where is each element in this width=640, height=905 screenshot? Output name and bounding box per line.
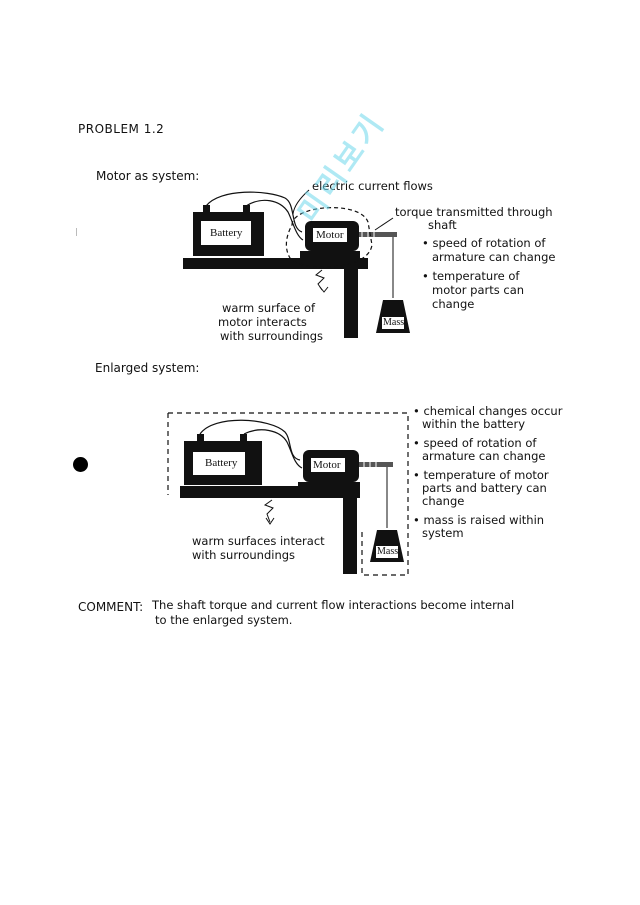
diagram-enlarged-system (167, 412, 409, 576)
heat-arrow (315, 269, 325, 291)
mass-label: Mass (383, 317, 405, 328)
comment-line-2: to the enlarged system. (155, 613, 293, 627)
battery-terminal-left (203, 205, 210, 213)
enlarged-bullet-4-line-2: system (422, 526, 464, 540)
torque-note-line-2: shaft (428, 218, 457, 232)
enlarged-bullet-3-line-1: • temperature of motor (413, 468, 549, 482)
motor-label: Motor (313, 459, 341, 471)
enlarged-surface-note-line-1: warm surfaces interact (192, 534, 325, 548)
battery-terminal-right (240, 434, 247, 442)
motor-label: Motor (316, 229, 344, 241)
enlarged-bullet-4-line-1: • mass is raised within (413, 513, 545, 527)
battery-label: Battery (205, 457, 238, 469)
surface-note-line-1: warm surface of (222, 301, 316, 315)
mass-label: Mass (377, 546, 399, 557)
motor-system-heading: Motor as system: (96, 169, 200, 183)
heat-arrow (263, 499, 274, 523)
battery-wire-1 (205, 191, 303, 233)
enlarged-boundary (168, 412, 409, 576)
comment-label: COMMENT: (78, 600, 144, 614)
motor-shaft (359, 232, 397, 237)
surface-note-line-2: motor interacts (218, 315, 307, 329)
system-boundary (285, 207, 373, 268)
enlarged-system-heading: Enlarged system: (95, 361, 200, 375)
motor-base (298, 482, 360, 488)
table-top (183, 258, 368, 269)
enlarged-bullet-2-line-1: • speed of rotation of (413, 436, 537, 450)
enlarged-bullet-3-line-3: change (422, 494, 465, 508)
table-leg (344, 266, 358, 338)
binder-hole-dot (73, 457, 88, 472)
battery-wire-2 (243, 429, 303, 469)
diagram-motor-system (183, 189, 410, 338)
comment-line-1: The shaft torque and current flow intera… (152, 598, 515, 612)
enlarged-bullet-3-line-2: parts and battery can (422, 481, 547, 495)
enlarged-bullet-1-line-2: within the battery (422, 417, 526, 431)
battery-wire-2 (245, 199, 304, 241)
battery-terminal-right (243, 205, 250, 213)
table-leg (343, 494, 357, 574)
bullet-1-line-1: • speed of rotation of (422, 236, 546, 250)
problem-title: PROBLEM 1.2 (78, 122, 165, 136)
battery-label: Battery (210, 227, 243, 239)
enlarged-surface-note-line-2: with surroundings (192, 548, 296, 562)
bullet-2-line-1: • temperature of (422, 269, 520, 283)
enlarged-bullet-1-line-1: • chemical changes occur (413, 404, 563, 418)
table-top (180, 486, 360, 498)
torque-note-line-1: torque transmitted through (395, 205, 553, 219)
motor-base (300, 251, 360, 258)
enlarged-bullet-2-line-2: armature can change (422, 449, 546, 463)
margin-mark (76, 228, 77, 236)
current-note: electric current flows (312, 179, 433, 193)
surface-note-line-3: with surroundings (220, 329, 324, 343)
battery-terminal-left (197, 434, 204, 442)
bullet-1-line-2: armature can change (432, 250, 556, 264)
bullet-2-line-3: change (432, 297, 475, 311)
bullet-2-line-2: motor parts can (432, 283, 525, 297)
